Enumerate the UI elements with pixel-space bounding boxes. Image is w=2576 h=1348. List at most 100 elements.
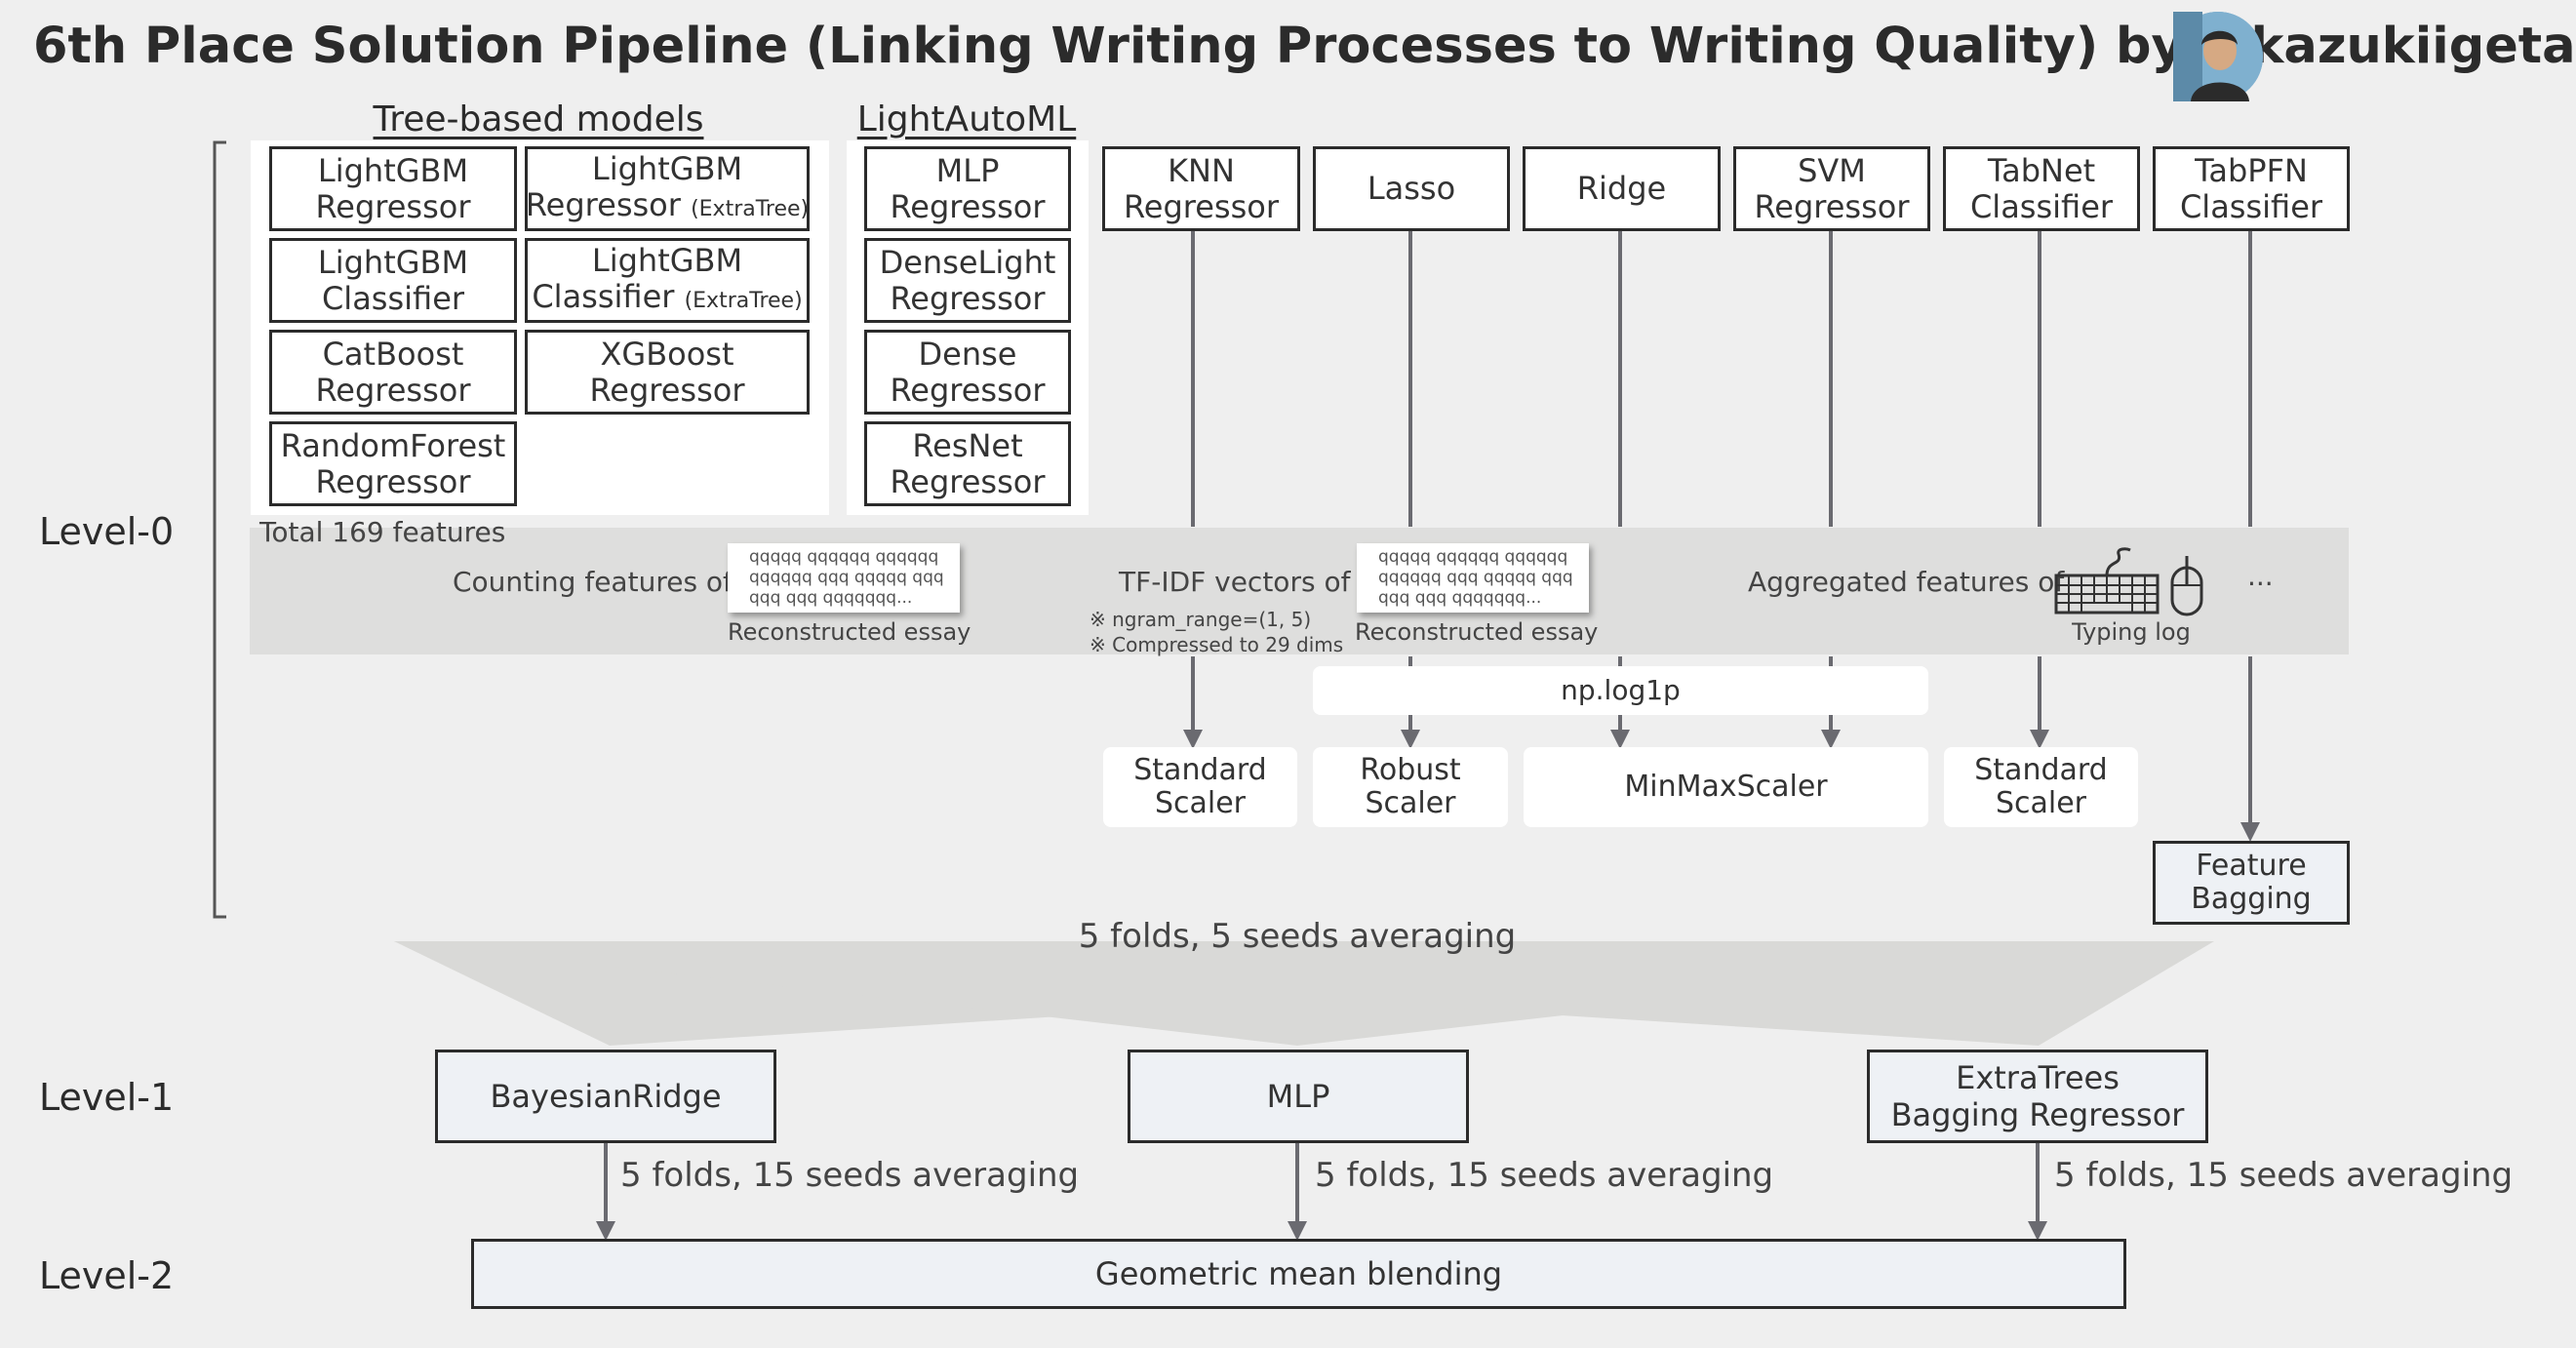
model-tabnet-classifier: TabNet Classifier	[1943, 146, 2140, 231]
model-line2: Classifier	[2179, 187, 2323, 225]
level2-label: Level-2	[39, 1254, 175, 1297]
total-features: Total 169 features	[259, 516, 506, 548]
model-line2: Regressor	[315, 187, 471, 225]
model-randomforest-regressor: RandomForest Regressor	[269, 421, 517, 506]
model-line2: Regressor	[890, 279, 1046, 317]
level1-averaging-caption-3: 5 folds, 15 seeds averaging	[2054, 1156, 2514, 1195]
more-features-ellipsis: ···	[2247, 568, 2274, 600]
lightautoml-title: LightAutoML	[856, 99, 1077, 139]
level1-label: Level-1	[39, 1076, 175, 1119]
scaler-line2: Scaler	[1154, 786, 1247, 820]
model-line1: CatBoost	[322, 335, 464, 373]
model-line1: DenseLight	[879, 243, 1056, 281]
model-line1: XGBoost	[600, 335, 734, 373]
feature-bagging: Feature Bagging	[2153, 841, 2350, 925]
model-line1: RandomForest	[280, 426, 506, 464]
model-denselight-regressor: DenseLight Regressor	[864, 238, 1071, 323]
keyboard-icon	[2054, 547, 2160, 615]
minmax-scaler: MinMaxScaler	[1524, 747, 1928, 827]
model-lasso: Lasso	[1313, 146, 1510, 231]
model-catboost-regressor: CatBoost Regressor	[269, 330, 517, 415]
model-knn-regressor: KNN Regressor	[1102, 146, 1300, 231]
bagging-line1: Feature	[2196, 849, 2307, 883]
bagging-line2: Bagging	[2191, 882, 2312, 916]
reconstructed-essay-caption-1: Reconstructed essay	[728, 618, 971, 646]
model-line1: TabPFN	[2195, 151, 2308, 189]
model-line1: Lasso	[1367, 170, 1456, 207]
averaging-funnel	[394, 941, 2214, 1046]
standard-scaler-knn: Standard Scaler	[1103, 747, 1297, 827]
model-line2: Classifier	[1969, 187, 2114, 225]
counting-features-label: Counting features of	[453, 566, 733, 598]
model-lightgbm-regressor: LightGBM Regressor	[269, 146, 517, 231]
scaler-line1: Robust	[1360, 753, 1461, 787]
author-avatar	[2173, 12, 2263, 101]
scaler-line1: Standard	[1974, 753, 2108, 787]
model-line2: Regressor	[1754, 187, 1910, 225]
model-tabpfn-classifier: TabPFN Classifier	[2153, 146, 2350, 231]
model-line1: MLP	[935, 151, 1000, 189]
reconstructed-essay-caption-2: Reconstructed essay	[1355, 618, 1599, 646]
log1p-transform: np.log1p	[1313, 666, 1928, 715]
level0-averaging-caption: 5 folds, 5 seeds averaging	[1078, 917, 1517, 956]
model-xgboost-regressor: XGBoost Regressor	[525, 330, 810, 415]
model-line2: Regressor	[890, 187, 1046, 225]
connector-layer	[213, 140, 2260, 1241]
ngram-note: ※ ngram_range=(1, 5)	[1090, 608, 1312, 631]
model-line2: Regressor	[890, 462, 1046, 500]
model-mlp-regressor: MLP Regressor	[864, 146, 1071, 231]
model-dense-regressor: Dense Regressor	[864, 330, 1071, 415]
level0-label: Level-0	[39, 510, 175, 553]
model-line1: Ridge	[1576, 170, 1667, 207]
model-svm-regressor: SVM Regressor	[1733, 146, 1930, 231]
essay-thumbnail-2: qqqqq qqqqqq qqqqqq qqqqqq qqq qqqqq qqq…	[1357, 543, 1589, 613]
extratrees-line1: ExtraTrees	[1956, 1059, 2120, 1096]
model-resnet-regressor: ResNet Regressor	[864, 421, 1071, 506]
level1-bayesianridge: BayesianRidge	[435, 1050, 776, 1143]
model-suffix: (ExtraTree)	[684, 288, 803, 313]
model-line2: Regressor	[890, 371, 1046, 409]
extratrees-line2: Bagging Regressor	[1890, 1096, 2185, 1133]
model-line2: Classifier	[321, 279, 465, 317]
model-line2: Regressor	[315, 371, 471, 409]
geometric-mean-blending: Geometric mean blending	[471, 1239, 2126, 1309]
scaler-line2: Scaler	[1995, 786, 2087, 820]
level1-averaging-caption-2: 5 folds, 15 seeds averaging	[1315, 1156, 1774, 1195]
level1-extratrees-bagging: ExtraTrees Bagging Regressor	[1867, 1050, 2208, 1143]
model-line1: ResNet	[912, 426, 1023, 464]
level0-bracket	[213, 140, 226, 919]
model-line1: SVM	[1798, 151, 1866, 189]
model-line1: KNN	[1168, 151, 1235, 189]
model-line1: LightGBM	[317, 243, 469, 281]
scaler-line1: Standard	[1133, 753, 1267, 787]
model-line2: Regressor	[589, 371, 745, 409]
feature-band	[250, 528, 2349, 654]
model-line2: Regressor	[315, 462, 471, 500]
level1-averaging-caption-1: 5 folds, 15 seeds averaging	[620, 1156, 1080, 1195]
model-lightgbm-regressor-extratree: LightGBM Regressor (ExtraTree)	[525, 146, 810, 231]
model-line1: LightGBM	[317, 151, 469, 189]
pipeline-diagram: 6th Place Solution Pipeline (Linking Wri…	[33, 12, 2576, 1309]
mouse-icon	[2170, 556, 2203, 616]
typing-log-caption: Typing log	[2072, 618, 2191, 646]
scaler-line2: Scaler	[1365, 786, 1456, 820]
model-line1: LightGBM	[591, 149, 743, 187]
compressed-note: ※ Compressed to 29 dims	[1090, 633, 1344, 656]
model-line2: Classifier	[532, 277, 675, 315]
level1-mlp: MLP	[1128, 1050, 1469, 1143]
model-line1: Dense	[918, 335, 1017, 373]
standard-scaler-tabnet: Standard Scaler	[1944, 747, 2138, 827]
page-title: 6th Place Solution Pipeline (Linking Wri…	[33, 18, 2576, 75]
avatar-portrait-icon	[2173, 12, 2263, 101]
tree-models-title: Tree-based models	[373, 99, 704, 139]
model-lightgbm-classifier-extratree: LightGBM Classifier (ExtraTree)	[525, 238, 810, 323]
aggregated-features-label: Aggregated features of	[1748, 566, 2065, 598]
model-line1: LightGBM	[591, 241, 743, 279]
model-suffix: (ExtraTree)	[691, 196, 810, 221]
model-line1: TabNet	[1987, 151, 2096, 189]
model-line2: Regressor	[1123, 187, 1279, 225]
model-lightgbm-classifier: LightGBM Classifier	[269, 238, 517, 323]
model-line2: Regressor	[525, 185, 681, 223]
model-ridge: Ridge	[1523, 146, 1721, 231]
essay-thumbnail-1: qqqqq qqqqqq qqqqqq qqqqqq qqq qqqqq qqq…	[728, 543, 960, 613]
